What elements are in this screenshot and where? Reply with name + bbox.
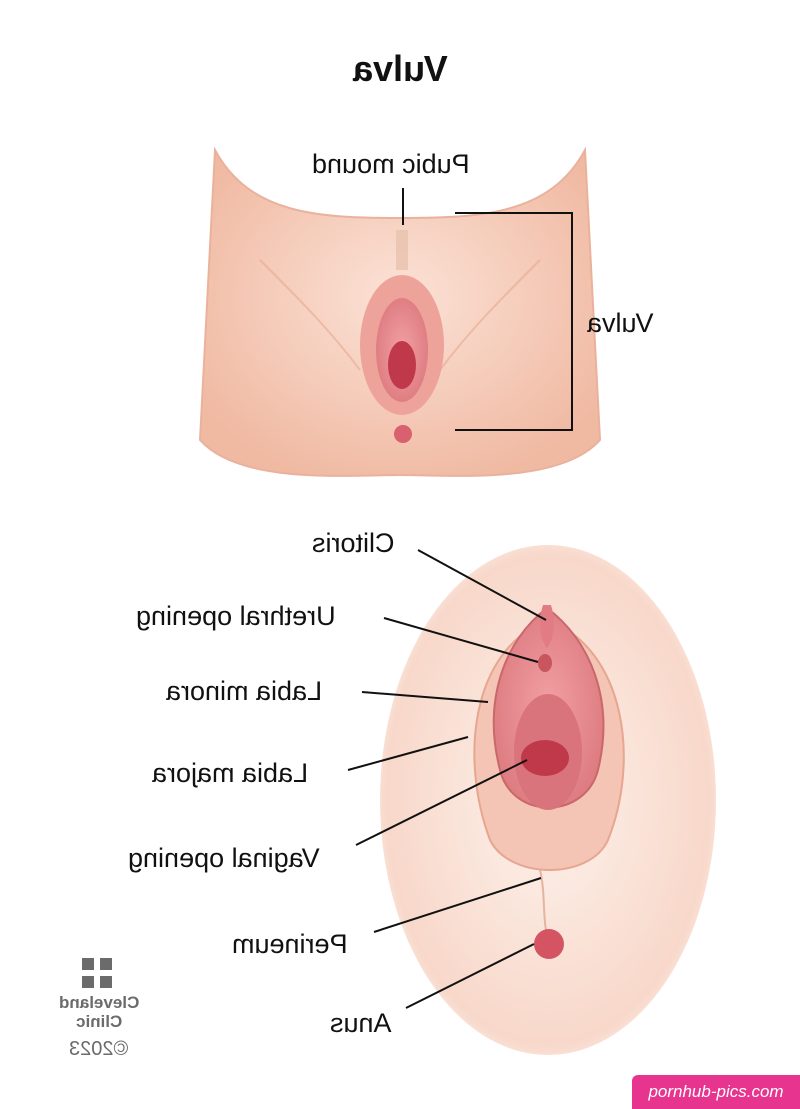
- label-vaginal-opening: Vaginal opening: [128, 843, 320, 873]
- top-view-pubic-line: [396, 230, 408, 270]
- urethral-opening-pointer: [383, 617, 539, 663]
- vulva-bracket: [455, 212, 573, 431]
- label-pubic-mound: Pubic mound: [312, 149, 470, 179]
- detail-view-urethral-opening: [538, 654, 552, 672]
- label-anus: Anus: [330, 1008, 392, 1038]
- labia-minora-pointer: [361, 691, 489, 703]
- label-clitoris: Clitoris: [312, 528, 395, 558]
- logo-copyright: ©2023: [69, 1038, 129, 1060]
- detail-view-perineum-crease: [539, 869, 547, 931]
- detail-view-anus: [534, 929, 564, 959]
- watermark-link[interactable]: pornhub-pics.com: [632, 1075, 800, 1109]
- detail-view-figure: [380, 545, 716, 1055]
- labia-majora-pointer: [347, 736, 469, 771]
- right-thigh-crease: [439, 259, 541, 371]
- anus-pointer: [405, 943, 535, 1009]
- label-perineum: Perineum: [232, 929, 348, 959]
- top-view-vaginal-opening: [388, 341, 416, 389]
- label-vulva: Vulva: [587, 308, 654, 338]
- clitoris-pointer: [417, 549, 547, 621]
- label-urethral-opening: Urethral opening: [136, 601, 336, 631]
- label-labia-majora: Labia majora: [152, 758, 309, 788]
- detail-view-vaginal-opening: [521, 740, 569, 776]
- cleveland-clinic-cross-icon: [82, 958, 112, 988]
- label-labia-minora: Labia minora: [166, 676, 323, 706]
- detail-view-clitoris: [540, 605, 554, 648]
- top-view-anus: [394, 425, 412, 443]
- perineum-pointer: [373, 877, 542, 933]
- vaginal-opening-pointer: [355, 759, 528, 846]
- left-thigh-crease: [259, 259, 361, 371]
- logo-line1: Cleveland: [58, 993, 140, 1012]
- logo-line2: Clinic: [75, 1012, 123, 1031]
- top-view-figure: [198, 146, 602, 477]
